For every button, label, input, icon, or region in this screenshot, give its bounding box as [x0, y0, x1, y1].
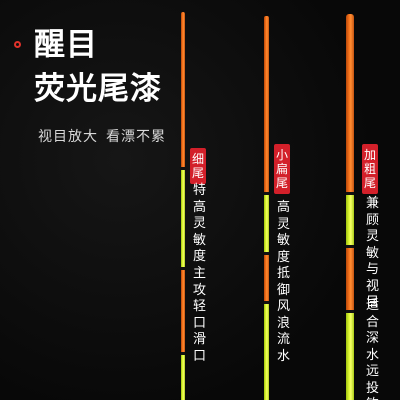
float-thick-tail	[346, 14, 354, 400]
heading-line2: 荧光尾漆	[34, 71, 162, 107]
float-flat-tail	[264, 16, 269, 400]
heading-line1: 醒目	[34, 27, 98, 63]
logo-circle-icon	[14, 41, 21, 48]
float3-tag: 加粗尾	[362, 144, 378, 194]
float-thin-tail	[181, 12, 185, 400]
float1-tag: 细尾	[190, 148, 206, 184]
float1-desc1: 特高灵敏度	[192, 183, 206, 264]
float2-desc1: 高灵敏度	[276, 200, 290, 265]
float2-tag: 小扁尾	[274, 144, 290, 194]
float3-desc2: 适合深水远投钓大鱼	[365, 298, 379, 400]
slogan-part1: 视目放大	[38, 129, 98, 145]
float2-desc2: 抵御风浪流水	[276, 266, 290, 364]
slogan: 视目放大看漂不累	[38, 126, 166, 146]
float3-desc1: 兼顾灵敏与视目	[365, 196, 379, 310]
float1-desc2: 主攻轻口滑口	[192, 266, 206, 364]
slogan-part2: 看漂不累	[106, 129, 166, 145]
